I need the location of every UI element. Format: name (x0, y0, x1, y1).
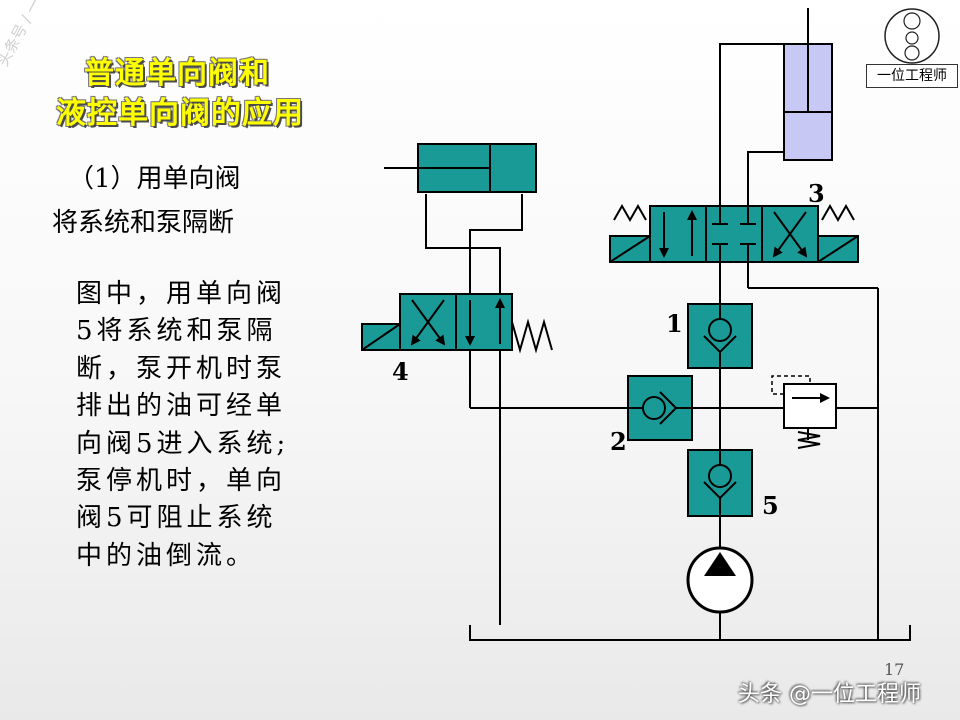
footer-watermark: 头条 @一位工程师 (738, 682, 921, 707)
cylinder-3 (783, 8, 833, 161)
body-line: 排出的油可经单 (76, 391, 287, 422)
subheading-line-2: 将系统和泵隔断 (52, 208, 235, 238)
body-line: 中的油倒流。 (76, 540, 257, 571)
directional-valve-3 (609, 203, 859, 263)
label-valve-3: 3 (808, 179, 825, 208)
badge-icon (884, 8, 940, 64)
pump-icon (686, 546, 754, 614)
cylinder-4 (384, 143, 537, 193)
subheading-line-1: （1）用单向阀 (68, 164, 241, 194)
logo-caption: 一位工程师 (866, 64, 958, 88)
relief-valve (771, 375, 837, 449)
page-number: 17 (884, 660, 905, 679)
body-line: 泵停机时，单向 (76, 466, 287, 497)
body-line: 阀5可阻止系统 (76, 503, 277, 534)
body-line: 向阀5进入系统; (76, 428, 290, 459)
slide-title-line-2: 液控单向阀的应用 (56, 96, 304, 131)
body-line: 5将系统和泵隔 (76, 316, 277, 347)
slide-title-line-1: 普通单向阀和 (84, 56, 270, 91)
directional-valve-4 (361, 293, 553, 354)
check-valve-2 (627, 375, 693, 441)
body-line: 图中，用单向阀 (76, 279, 287, 309)
label-valve-1: 1 (666, 309, 683, 338)
pipe-lines (425, 43, 911, 641)
body-line: 断，泵开机时泵 (76, 353, 287, 384)
label-valve-2: 2 (610, 427, 627, 456)
check-valve-5 (687, 449, 753, 517)
label-valve-4: 4 (392, 357, 409, 386)
body-paragraph: 图中，用单向阀 5将系统和泵隔 断，泵开机时泵 排出的油可经单 向阀5进入系统;… (76, 276, 316, 575)
check-valve-1 (687, 303, 753, 369)
label-valve-5: 5 (762, 491, 779, 520)
